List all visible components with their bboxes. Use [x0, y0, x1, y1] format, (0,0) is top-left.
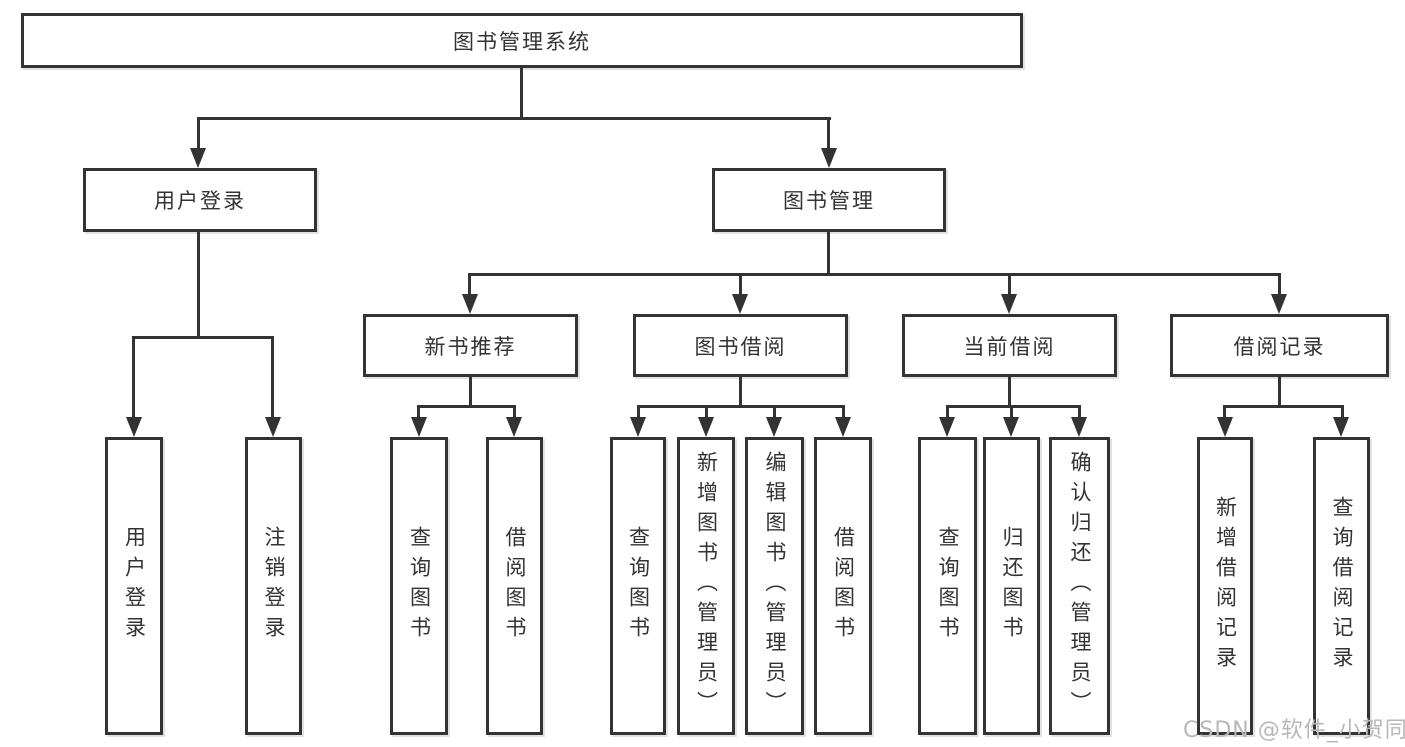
leaf-query-books-borrow: 查询图书: [610, 437, 666, 735]
connector-line: [827, 232, 830, 276]
node-new-book-recommend: 新书推荐: [363, 314, 578, 377]
connector-line: [1078, 405, 1081, 421]
connector-line: [1008, 273, 1011, 298]
leaf-return-book: 归还图书: [983, 437, 1040, 735]
arrowhead-down-icon: [411, 417, 427, 437]
arrowhead-down-icon: [190, 148, 206, 168]
leaf-label: 新增借阅记录: [1213, 496, 1238, 676]
leaf-confirm-return-admin: 确认归还（管理员）: [1049, 437, 1110, 735]
arrowhead-down-icon: [1001, 294, 1017, 314]
connector-line: [197, 117, 831, 120]
arrowhead-down-icon: [506, 417, 522, 437]
node-root: 图书管理系统: [21, 13, 1023, 68]
leaf-label: 新增图书（管理员）: [694, 451, 719, 721]
leaf-add-book-admin: 新增图书（管理员）: [677, 437, 735, 735]
node-user-login: 用户登录: [83, 168, 317, 232]
connector-line: [1278, 377, 1281, 408]
node-current-borrow: 当前借阅: [902, 314, 1117, 377]
connector-line: [739, 273, 742, 298]
connector-line: [946, 405, 1081, 408]
arrowhead-down-icon: [698, 417, 714, 437]
arrowhead-down-icon: [835, 417, 851, 437]
arrowhead-down-icon: [1071, 417, 1087, 437]
arrowhead-down-icon: [1333, 417, 1349, 437]
node-book-management-label: 图书管理: [783, 189, 875, 213]
connector-line: [705, 405, 708, 421]
connector-line: [513, 405, 516, 421]
arrowhead-down-icon: [766, 417, 782, 437]
leaf-label: 查询图书: [626, 526, 651, 646]
connector-line: [1223, 405, 1344, 408]
node-current-borrow-label: 当前借阅: [963, 334, 1056, 359]
connector-line: [417, 405, 420, 421]
arrowhead-down-icon: [265, 417, 281, 437]
node-book-management: 图书管理: [712, 168, 946, 232]
arrowhead-down-icon: [1217, 417, 1233, 437]
connector-line: [197, 117, 200, 153]
arrowhead-down-icon: [1003, 417, 1019, 437]
node-book-borrow-label: 图书借阅: [694, 334, 787, 359]
connector-line: [271, 336, 274, 421]
connector-line: [1008, 377, 1011, 408]
connector-line: [827, 117, 830, 153]
connector-line: [739, 377, 742, 408]
leaf-add-borrow-record: 新增借阅记录: [1197, 437, 1253, 735]
leaf-logout: 注销登录: [245, 437, 302, 735]
node-borrow-records: 借阅记录: [1170, 314, 1389, 377]
connector-line: [946, 405, 949, 421]
node-user-login-label: 用户登录: [154, 189, 246, 213]
node-new-book-recommend-label: 新书推荐: [424, 334, 517, 359]
connector-line: [1223, 405, 1226, 421]
node-book-borrow: 图书借阅: [633, 314, 848, 377]
leaf-query-borrow-record: 查询借阅记录: [1313, 437, 1370, 735]
arrowhead-down-icon: [939, 417, 955, 437]
connector-line: [417, 405, 516, 408]
leaf-label: 查询借阅记录: [1330, 496, 1355, 676]
arrowhead-down-icon: [126, 417, 142, 437]
connector-line: [842, 405, 845, 421]
leaf-label: 查询图书: [407, 526, 432, 646]
connector-line: [520, 68, 523, 120]
connector-line: [1278, 273, 1281, 298]
node-root-label: 图书管理系统: [453, 29, 591, 54]
leaf-label: 确认归还（管理员）: [1068, 451, 1093, 721]
connector-line: [773, 405, 776, 421]
leaf-query-books-recommend: 查询图书: [390, 437, 448, 735]
connector-line: [1341, 405, 1344, 421]
leaf-label: 归还图书: [1000, 526, 1025, 646]
arrowhead-down-icon: [732, 294, 748, 314]
leaf-label: 查询图书: [936, 526, 961, 646]
connector-line: [469, 377, 472, 408]
leaf-edit-book-admin: 编辑图书（管理员）: [745, 437, 804, 735]
connector-line: [468, 273, 1281, 276]
connector-line: [132, 336, 135, 421]
csdn-watermark: CSDN @软件_小贺同学: [1183, 718, 1405, 743]
leaf-borrow-books-2: 借阅图书: [814, 437, 872, 735]
node-borrow-records-label: 借阅记录: [1233, 334, 1326, 359]
connector-line: [637, 405, 845, 408]
connector-line: [1010, 405, 1013, 421]
arrowhead-down-icon: [630, 417, 646, 437]
leaf-label: 借阅图书: [503, 526, 528, 646]
arrowhead-down-icon: [462, 294, 478, 314]
leaf-borrow-books-recommend: 借阅图书: [486, 437, 543, 735]
leaf-label: 用户登录: [122, 526, 147, 646]
leaf-label: 编辑图书（管理员）: [763, 451, 788, 721]
leaf-label: 借阅图书: [831, 526, 856, 646]
connector-line: [637, 405, 640, 421]
connector-line: [468, 273, 471, 298]
leaf-query-books-current: 查询图书: [918, 437, 977, 735]
leaf-user-login: 用户登录: [105, 437, 163, 735]
connector-line: [197, 232, 200, 339]
arrowhead-down-icon: [821, 148, 837, 168]
connector-line: [132, 336, 274, 339]
arrowhead-down-icon: [1271, 294, 1287, 314]
leaf-label: 注销登录: [262, 526, 287, 646]
